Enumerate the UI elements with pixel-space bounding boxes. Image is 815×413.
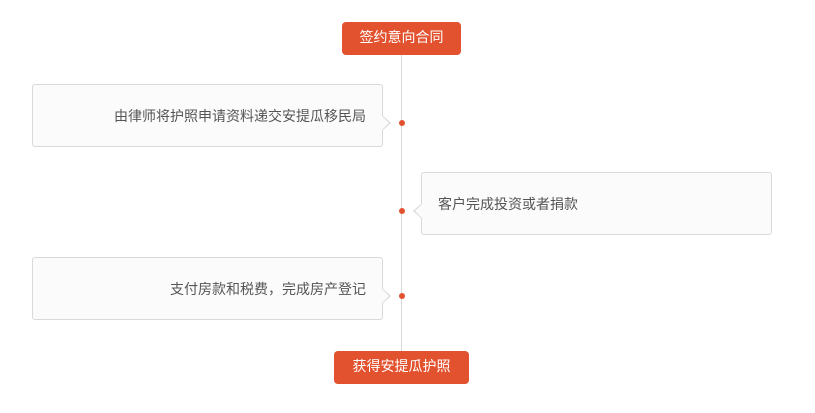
timeline-axis — [401, 50, 402, 352]
timeline-step-1-card: 由律师将护照申请资料递交安提瓜移民局 — [32, 84, 391, 147]
timeline-step-2-card: 客户完成投资或者捐款 — [413, 172, 772, 235]
timeline-step-3-card: 支付房款和税费，完成房产登记 — [32, 257, 391, 320]
timeline-node-1-dot — [399, 120, 405, 126]
timeline-end-badge: 获得安提瓜护照 — [334, 351, 469, 384]
timeline-start-badge: 签约意向合同 — [342, 22, 461, 55]
timeline-step-3-text: 支付房款和税费，完成房产登记 — [170, 281, 366, 298]
timeline-node-2-dot — [399, 208, 405, 214]
timeline-step-1-text: 由律师将护照申请资料递交安提瓜移民局 — [114, 108, 366, 125]
timeline-step-2-text: 客户完成投资或者捐款 — [438, 196, 578, 213]
timeline-node-3-dot — [399, 293, 405, 299]
